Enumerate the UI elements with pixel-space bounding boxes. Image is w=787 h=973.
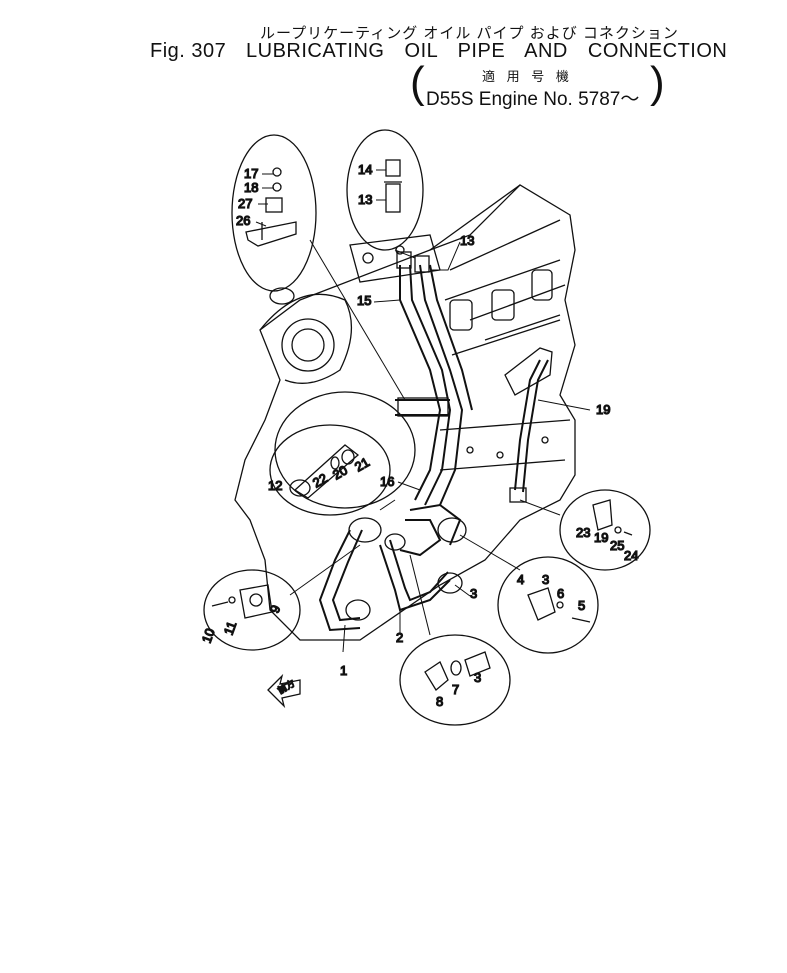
callout-19a: 19 bbox=[596, 402, 610, 417]
callout-24: 24 bbox=[624, 548, 638, 563]
detail-bubble-clamp bbox=[231, 134, 317, 292]
callout-20: 20 bbox=[330, 462, 350, 482]
callout-1: 1 bbox=[340, 663, 347, 678]
callout-27: 27 bbox=[238, 196, 252, 211]
callout-13a: 13 bbox=[358, 192, 372, 207]
flywheel-housing-detail bbox=[274, 391, 416, 509]
fitting-parts bbox=[384, 159, 402, 213]
engine-block bbox=[234, 184, 576, 641]
callout-19b: 19 bbox=[594, 530, 608, 545]
forward-arrow-icon bbox=[267, 673, 301, 709]
gasket-parts bbox=[211, 584, 273, 619]
flange-lower-left bbox=[345, 599, 371, 621]
flange-upper bbox=[348, 517, 382, 543]
figure-number: Fig. 307 bbox=[150, 40, 227, 62]
japanese-title: ループリケーティング オイル パイプ および コネクション bbox=[260, 25, 679, 42]
callout-10: 10 bbox=[199, 626, 218, 645]
detail-bubble-adapter bbox=[399, 634, 511, 726]
callout-3b: 3 bbox=[474, 670, 481, 685]
detail-bubble-fittings bbox=[346, 129, 424, 251]
callout-12: 12 bbox=[268, 478, 282, 493]
oil-pipes bbox=[395, 264, 473, 506]
clamp-parts bbox=[245, 167, 297, 247]
left-paren: ( bbox=[410, 58, 425, 107]
callout-7: 7 bbox=[452, 682, 459, 697]
lower-pipes bbox=[318, 503, 462, 632]
callout-16: 16 bbox=[380, 474, 394, 489]
bracket-parts bbox=[592, 499, 633, 536]
adapter-parts bbox=[424, 651, 491, 691]
bubble-leaders bbox=[289, 239, 561, 636]
diagram-title: LUBRICATING OIL PIPE AND CONNECTION bbox=[246, 40, 728, 62]
detail-bubble-bracket bbox=[559, 489, 651, 571]
elbow-parts bbox=[527, 587, 591, 623]
callout-6: 6 bbox=[557, 586, 564, 601]
flange-lower-right bbox=[437, 572, 463, 594]
callout-8: 8 bbox=[436, 694, 443, 709]
pipe-fitting-top-left bbox=[396, 251, 412, 269]
hose-connector-parts bbox=[289, 444, 360, 499]
engine-serial: D55S Engine No. 5787～ bbox=[426, 89, 640, 110]
elbow-fitting bbox=[384, 533, 406, 551]
detail-bubble-gasket bbox=[203, 569, 301, 651]
callout-23: 23 bbox=[576, 525, 590, 540]
callout-18: 18 bbox=[244, 180, 258, 195]
callout-14: 14 bbox=[358, 162, 372, 177]
callout-3a: 3 bbox=[470, 586, 477, 601]
pipe-fitting-top-right bbox=[414, 255, 430, 273]
right-paren: ) bbox=[650, 58, 665, 107]
callout-5: 5 bbox=[578, 598, 585, 613]
callout-leaders bbox=[255, 169, 591, 653]
callout-11: 11 bbox=[221, 619, 240, 637]
callout-2: 2 bbox=[396, 630, 403, 645]
applicable-japanese: 適 用 号 機 bbox=[482, 69, 573, 84]
detail-bubble-elbow bbox=[497, 556, 599, 654]
callout-17: 17 bbox=[244, 166, 258, 181]
callout-26: 26 bbox=[236, 213, 250, 228]
flange-right bbox=[437, 517, 467, 543]
callout-4: 4 bbox=[517, 572, 524, 587]
callout-25: 25 bbox=[610, 538, 624, 553]
callout-15: 15 bbox=[357, 293, 371, 308]
detail-bubble-hose-connector bbox=[269, 424, 391, 516]
side-pipe-19 bbox=[504, 347, 553, 503]
callout-3c: 3 bbox=[542, 572, 549, 587]
callout-13b: 13 bbox=[460, 233, 474, 248]
